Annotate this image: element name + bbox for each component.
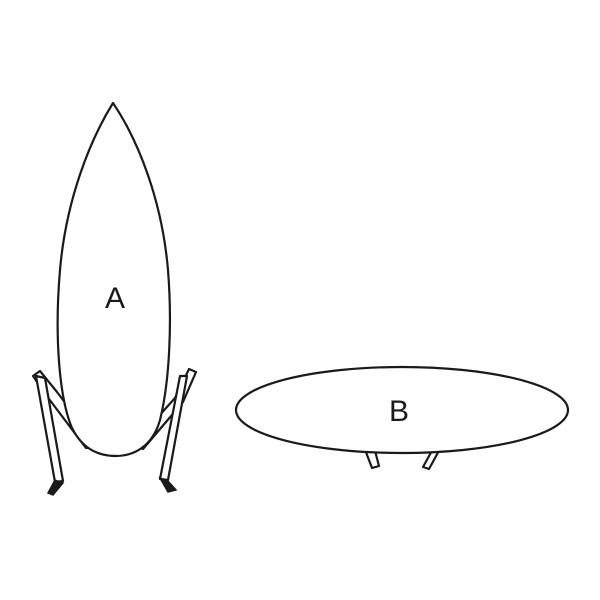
shape-b: B: [234, 365, 570, 471]
shape-a: A: [31, 101, 198, 496]
shape-b-body: [234, 365, 570, 455]
shape-a-label: A: [105, 282, 125, 315]
shape-a-body: [56, 101, 172, 458]
shape-b-label: B: [389, 395, 409, 428]
shape-a-left-foot: [46, 479, 65, 496]
shape-a-left-shin: [34, 374, 65, 484]
shape-a-right-foot: [158, 476, 178, 493]
